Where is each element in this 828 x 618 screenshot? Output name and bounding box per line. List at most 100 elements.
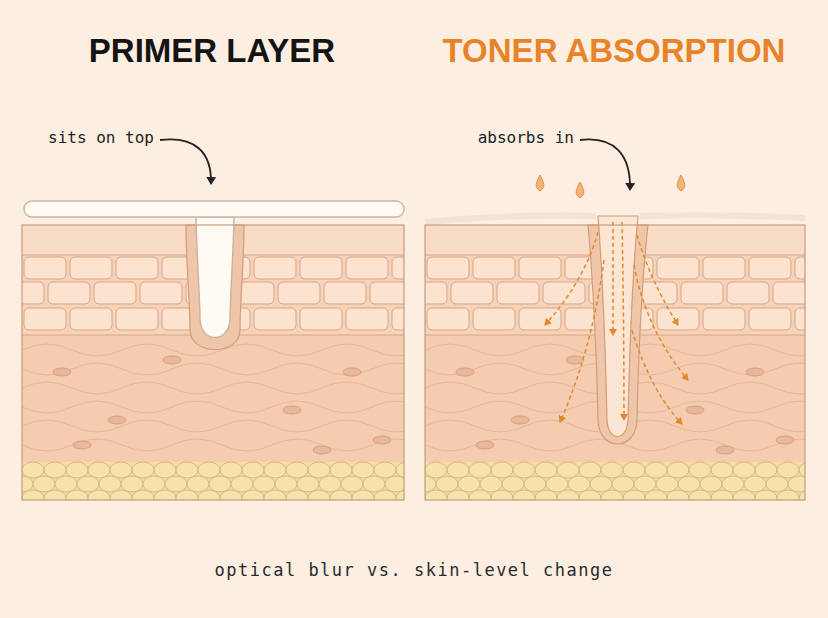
dermal-cell — [686, 406, 704, 414]
skin-cell — [703, 308, 745, 330]
fat-cell — [44, 462, 66, 478]
fat-cell — [469, 462, 491, 478]
fat-cell — [601, 462, 623, 478]
skin-cell — [657, 257, 699, 279]
fat-cell — [308, 462, 330, 478]
collagen-fiber — [22, 420, 404, 432]
fat-cell — [374, 462, 396, 478]
skin-cell — [727, 282, 769, 304]
panel-heading: PRIMER LAYER — [89, 34, 335, 67]
panel-heading: TONER ABSORPTION — [443, 34, 786, 67]
fat-cell — [44, 490, 66, 500]
fat-cell — [198, 462, 220, 478]
fat-cell — [220, 462, 242, 478]
collagen-fiber — [22, 363, 404, 375]
skin-cell — [346, 257, 388, 279]
skin-cell — [497, 282, 539, 304]
fat-cell — [66, 490, 88, 500]
fat-cell — [678, 476, 700, 492]
fat-cell — [524, 476, 546, 492]
skin-cell — [370, 282, 404, 304]
dermal-cell — [456, 368, 474, 376]
skin-cell — [519, 308, 561, 330]
fat-cell — [546, 476, 568, 492]
fat-cell — [55, 476, 77, 492]
fat-cell — [99, 476, 121, 492]
fat-cell — [286, 462, 308, 478]
fat-cell — [579, 490, 601, 500]
skin-cell — [70, 308, 112, 330]
fat-cell — [711, 490, 733, 500]
skin-cell — [773, 282, 805, 304]
skin-cell — [278, 282, 320, 304]
fat-cell — [253, 476, 275, 492]
fat-cell — [535, 462, 557, 478]
fat-cell — [491, 462, 513, 478]
fat-cell — [601, 490, 623, 500]
fat-cell — [319, 476, 341, 492]
callout-arrow — [580, 139, 630, 190]
skin-cell — [24, 308, 66, 330]
fat-cell — [308, 490, 330, 500]
fat-cell — [330, 462, 352, 478]
fat-cell — [121, 476, 143, 492]
fat-cell — [286, 490, 308, 500]
fat-cell — [645, 462, 667, 478]
skin-cell — [324, 282, 366, 304]
dermal-cell — [108, 416, 126, 424]
pore — [598, 216, 638, 437]
fat-cell — [275, 476, 297, 492]
fat-cell — [425, 462, 447, 478]
skin-cell — [795, 257, 805, 279]
fat-cell — [623, 462, 645, 478]
fat-cell — [766, 476, 788, 492]
skin-cell — [473, 257, 515, 279]
fat-cell — [744, 476, 766, 492]
fat-cell — [425, 490, 447, 500]
fat-cell — [385, 476, 404, 492]
dermal-cell — [776, 436, 794, 444]
dermal-cell — [476, 441, 494, 449]
fat-cell — [722, 476, 744, 492]
skin-cell — [94, 282, 136, 304]
fat-cell — [777, 462, 799, 478]
fat-cell — [700, 476, 722, 492]
fat-cell — [33, 476, 55, 492]
fat-cell — [132, 490, 154, 500]
fat-cell — [612, 476, 634, 492]
skin-cell — [48, 282, 90, 304]
fat-cell — [110, 462, 132, 478]
fat-cell — [557, 462, 579, 478]
fat-cell — [220, 490, 242, 500]
skin-cell — [519, 257, 561, 279]
fat-cell — [374, 490, 396, 500]
fat-cell — [689, 462, 711, 478]
fat-cell — [396, 490, 404, 500]
primer-layer — [24, 201, 404, 217]
fat-cell — [436, 476, 458, 492]
skin-cell — [425, 282, 447, 304]
fat-cell — [799, 490, 805, 500]
fat-cell — [330, 490, 352, 500]
fat-cell — [513, 462, 535, 478]
fat-cell — [264, 490, 286, 500]
fat-cell — [535, 490, 557, 500]
fat-cell — [22, 462, 44, 478]
fat-cell — [568, 476, 590, 492]
fat-cell — [733, 490, 755, 500]
skin-cell — [140, 282, 182, 304]
fat-cell — [557, 490, 579, 500]
skin-cell — [392, 308, 404, 330]
fat-cell — [88, 490, 110, 500]
fat-cell — [242, 462, 264, 478]
skin-cell — [703, 257, 745, 279]
skin-cell — [254, 308, 296, 330]
dermal-cell — [716, 446, 734, 454]
skin-cell — [657, 308, 699, 330]
fat-cell — [458, 476, 480, 492]
fat-cell — [297, 476, 319, 492]
dermal-cell — [283, 406, 301, 414]
fat-cell — [733, 462, 755, 478]
fat-cell — [656, 476, 678, 492]
fat-cell — [231, 476, 253, 492]
